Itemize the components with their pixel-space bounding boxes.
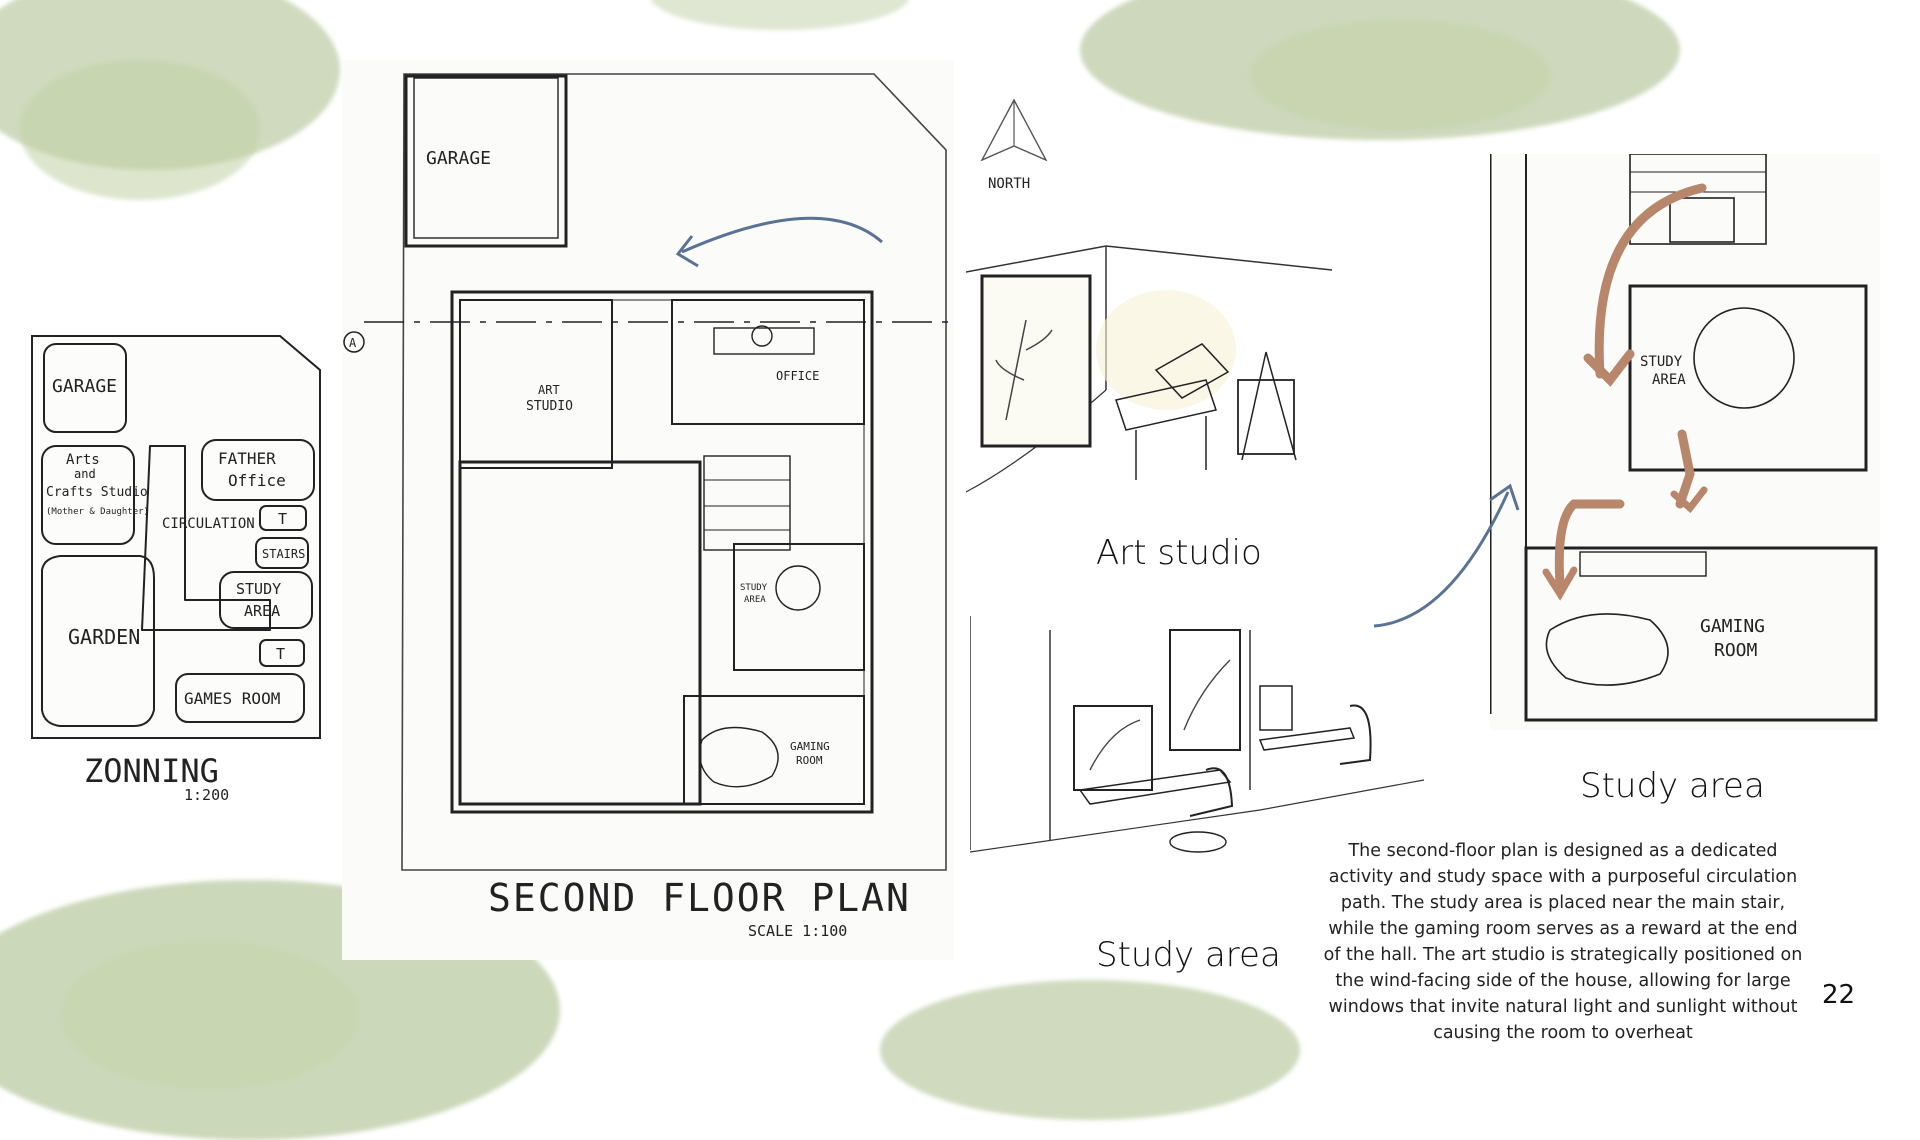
plan-studio-label: STUDIO: [526, 399, 573, 414]
detail-gaming-label: GAMING: [1700, 616, 1765, 637]
zoning-title: ZONNING: [84, 752, 219, 790]
plan-title: SECOND FLOOR PLAN: [488, 876, 911, 920]
zoning-arts-label: Arts: [66, 452, 100, 468]
circulation-arrow-blue: [681, 216, 883, 254]
plan-study-label: STUDY: [740, 583, 768, 593]
section-marker-label: A: [349, 336, 357, 350]
plan-office-label: OFFICE: [776, 369, 819, 383]
study-area-caption-left: Study area: [1096, 935, 1281, 975]
zoning-garage-label: GARAGE: [52, 376, 117, 397]
plan-gaming-label: GAMING: [790, 740, 830, 753]
detail-area-label: AREA: [1652, 372, 1686, 388]
zoning-toilet-1-label: T: [278, 510, 287, 528]
page-number: 22: [1822, 980, 1856, 1010]
zoning-arts-label-3: Crafts Studio: [46, 485, 148, 500]
north-label: NORTH: [988, 176, 1030, 192]
connector-arrow-blue: [1373, 483, 1520, 628]
section-marker: [343, 331, 365, 353]
zoning-games-room-label: GAMES ROOM: [184, 689, 280, 708]
study-area-caption-right: Study area: [1580, 766, 1765, 806]
zoning-office-label: Office: [228, 471, 286, 490]
zoning-father-label: FATHER: [218, 449, 276, 468]
detail-plan: STUDY AREA GAMING ROOM: [1490, 154, 1878, 722]
plan-area-label: AREA: [744, 595, 766, 605]
art-studio-sketch: [966, 245, 1333, 493]
plan-room-label: ROOM: [796, 754, 823, 767]
zoning-arts-label-4: (Mother & Daughter): [46, 507, 149, 517]
zoning-stairs-label: STAIRS: [262, 547, 305, 561]
zoning-arts-label-2: and: [74, 467, 96, 481]
description-text: The second-floor plan is designed as a d…: [1323, 841, 1803, 1043]
detail-room-label: ROOM: [1714, 640, 1758, 661]
zoning-circulation-label: CIRCULATION: [162, 516, 255, 532]
zoning-garden-label: GARDEN: [68, 625, 140, 649]
zoning-study-label-2: AREA: [244, 602, 280, 620]
zoning-diagram: GARAGE Arts and Crafts Studio (Mother & …: [31, 335, 321, 739]
zoning-toilet-2-label: T: [276, 645, 285, 663]
zoning-study-label: STUDY: [236, 580, 281, 598]
floor-plan-paper: [342, 60, 954, 960]
circulation-arrow-brown: [1594, 183, 1707, 379]
plan-garage-label: GARAGE: [426, 148, 491, 169]
zoning-scale: 1:200: [184, 786, 230, 804]
detail-study-label: STUDY: [1640, 354, 1683, 370]
plan-scale: SCALE 1:100: [748, 922, 848, 940]
study-area-sketch: [970, 616, 1425, 853]
north-arrow-icon: NORTH: [980, 98, 1048, 192]
plan-art-label: ART: [538, 383, 560, 397]
second-floor-plan: GARAGE ART STUDIO OFFICE STUDY AREA GAMI…: [343, 73, 954, 871]
art-studio-caption: Art studio: [1096, 533, 1262, 573]
